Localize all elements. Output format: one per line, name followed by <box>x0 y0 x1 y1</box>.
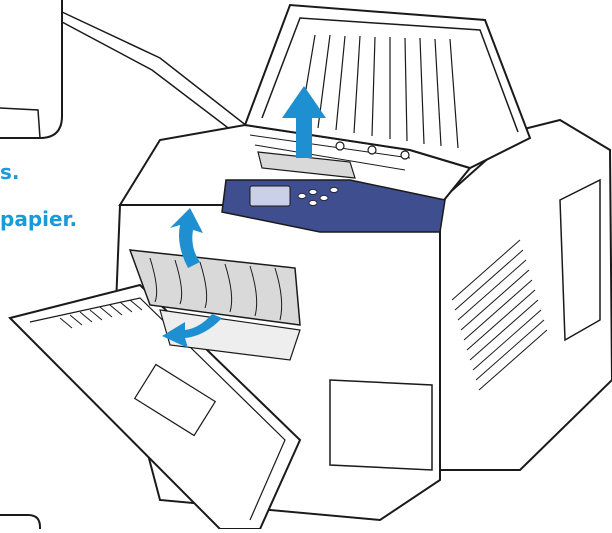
front-door-open <box>8 283 302 530</box>
control-panel-button <box>297 193 307 199</box>
jammed-paper-top <box>257 151 356 179</box>
control-panel-button <box>308 200 318 206</box>
top-cover-open <box>243 3 532 170</box>
curved-arrow-left-icon <box>162 314 222 348</box>
instruction-caption-line1: s. <box>0 160 20 184</box>
paper-tray <box>329 379 433 471</box>
fuser-assembly <box>128 249 301 326</box>
control-panel-button <box>329 187 339 193</box>
arrow-up-icon <box>282 86 326 158</box>
control-panel-button <box>308 189 318 195</box>
control-panel-display <box>249 185 291 207</box>
curved-arrow-up-icon <box>170 208 203 268</box>
callout-bubble-bottom <box>0 514 41 529</box>
callout-bubble <box>0 0 253 141</box>
control-panel-button <box>319 195 329 201</box>
instruction-caption-line2: papier. <box>0 207 78 231</box>
control-panel <box>221 179 446 233</box>
